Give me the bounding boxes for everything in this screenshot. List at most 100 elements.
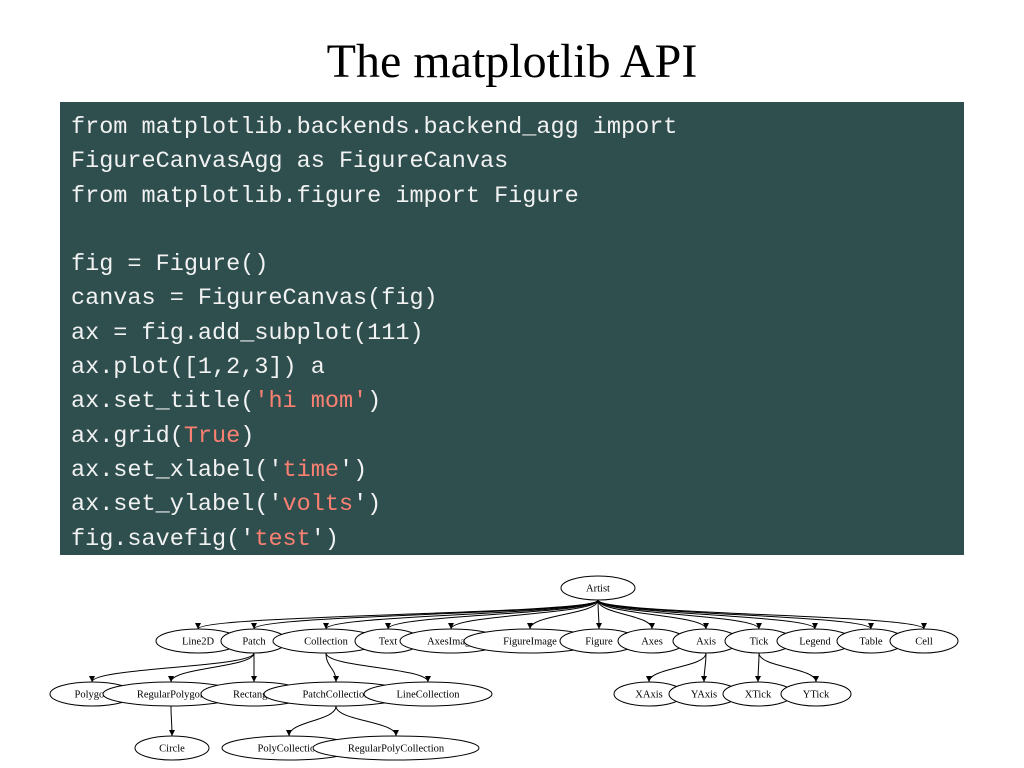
code-token: FigureCanvasAgg as FigureCanvas: [71, 148, 509, 176]
node-label: Polygon: [74, 689, 110, 700]
node-label: Circle: [159, 743, 185, 754]
code-token: canvas = FigureCanvas(fig): [71, 285, 438, 313]
arrowhead: [393, 730, 399, 736]
code-token: ax.set_ylabel(': [71, 491, 283, 519]
node-label: XAxis: [635, 689, 662, 700]
code-line: from matplotlib.figure import Figure: [71, 180, 953, 214]
arrowhead: [703, 623, 709, 629]
code-token: '): [338, 456, 368, 484]
code-block: from matplotlib.backends.backend_agg imp…: [60, 102, 964, 555]
node-figure: Figure: [559, 628, 639, 654]
arrowhead: [527, 623, 533, 629]
code-token: fig = Figure(): [71, 251, 269, 279]
code-string-token: True: [183, 422, 241, 450]
edge-artist-patch: [253, 599, 599, 630]
node-label: Axes: [641, 636, 663, 647]
edge-artist-legend: [597, 599, 816, 630]
arrowhead: [448, 623, 454, 629]
code-token: ): [240, 422, 255, 450]
code-line: fig.savefig('test'): [71, 523, 953, 557]
code-string-token: volts: [282, 491, 354, 519]
arrowhead: [921, 623, 927, 629]
edge-artist-axesimage: [450, 599, 599, 630]
edge-axis-xaxis: [648, 652, 707, 683]
arrowhead: [333, 676, 339, 682]
code-line: ax.set_title('hi mom'): [71, 385, 953, 419]
code-token: ): [367, 388, 382, 416]
code-token: ax.set_title(: [71, 388, 255, 416]
edge-patch-polygon: [91, 652, 255, 683]
code-line: from matplotlib.backends.backend_agg imp…: [71, 111, 953, 145]
arrowhead: [425, 676, 431, 682]
edge-patch-regularpolygon: [170, 652, 255, 683]
node-ellipse: [560, 575, 636, 601]
arrowhead: [168, 676, 174, 682]
code-token: ax.plot([1,2,3]) a: [71, 354, 325, 382]
code-token: ax.set_xlabel(': [71, 456, 283, 484]
code-line: ax = fig.add_subplot(111): [71, 317, 953, 351]
arrowhead: [646, 676, 652, 682]
node-ellipse: [780, 681, 852, 707]
slide-title: The matplotlib API: [326, 35, 698, 88]
node-ellipse: [312, 735, 480, 761]
code-line: ax.plot([1,2,3]) a: [71, 351, 953, 385]
code-token: ax = fig.add_subplot(111): [71, 319, 424, 347]
node-artist: Artist: [560, 575, 636, 601]
code-line: FigureCanvasAgg as FigureCanvas: [71, 145, 953, 179]
node-label: RegularPolygon: [137, 689, 206, 700]
node-text: Text: [354, 628, 422, 654]
arrowhead: [756, 623, 762, 629]
arrowhead: [89, 676, 95, 682]
edge-artist-collection: [325, 599, 599, 630]
edge-artist-text: [387, 599, 599, 630]
edge-artist-table: [597, 599, 872, 630]
arrowhead: [868, 623, 874, 629]
node-ellipse: [889, 628, 959, 654]
node-label: Patch: [242, 636, 266, 647]
node-xtick: XTick: [722, 681, 794, 707]
node-label: Text: [379, 636, 398, 647]
arrowhead: [701, 676, 707, 682]
node-label: Axis: [696, 636, 716, 647]
code-line: [71, 214, 953, 248]
code-token: '): [353, 491, 382, 519]
node-label: Table: [859, 636, 883, 647]
node-ytick: YTick: [780, 681, 852, 707]
edge-artist-line2d: [197, 599, 599, 630]
arrowhead: [251, 623, 257, 629]
node-circle: Circle: [134, 735, 210, 761]
node-label: YAxis: [691, 689, 717, 700]
arrowhead: [813, 676, 819, 682]
edge-tick-ytick: [758, 652, 817, 683]
edge-patchcollection-polycollection: [288, 705, 337, 737]
arrowhead: [195, 623, 201, 629]
node-label: Line2D: [182, 636, 214, 647]
node-label: YTick: [803, 689, 830, 700]
arrowhead: [385, 623, 391, 629]
arrowhead: [649, 623, 655, 629]
code-string-token: test: [254, 525, 311, 553]
code-string-token: time: [282, 456, 339, 484]
node-label: PolyCollection: [258, 743, 322, 754]
node-label: Artist: [586, 583, 610, 594]
node-regularpolygon: RegularPolygon: [102, 681, 240, 707]
node-regularpolycollection: RegularPolyCollection: [312, 735, 480, 761]
node-linecollection: LineCollection: [363, 681, 493, 707]
edge-artist-cell: [597, 599, 925, 630]
code-token: ax.grid(: [71, 422, 184, 450]
code-line: ax.set_ylabel('volts'): [71, 488, 953, 522]
arrowhead: [286, 730, 292, 736]
code-token: from matplotlib.figure import Figure: [71, 182, 579, 210]
code-line: canvas = FigureCanvas(fig): [71, 282, 953, 316]
node-ellipse: [134, 735, 210, 761]
node-label: Figure: [585, 636, 613, 647]
edge-collection-linecollection: [325, 652, 429, 683]
node-label: Rectangle: [233, 689, 275, 700]
edge-artist-axis: [597, 599, 707, 630]
node-label: Legend: [799, 636, 831, 647]
node-ellipse: [363, 681, 493, 707]
node-label: PatchCollection: [302, 689, 370, 700]
node-label: RegularPolyCollection: [348, 743, 445, 754]
node-label: XTick: [745, 689, 772, 700]
node-axis: Axis: [672, 628, 740, 654]
